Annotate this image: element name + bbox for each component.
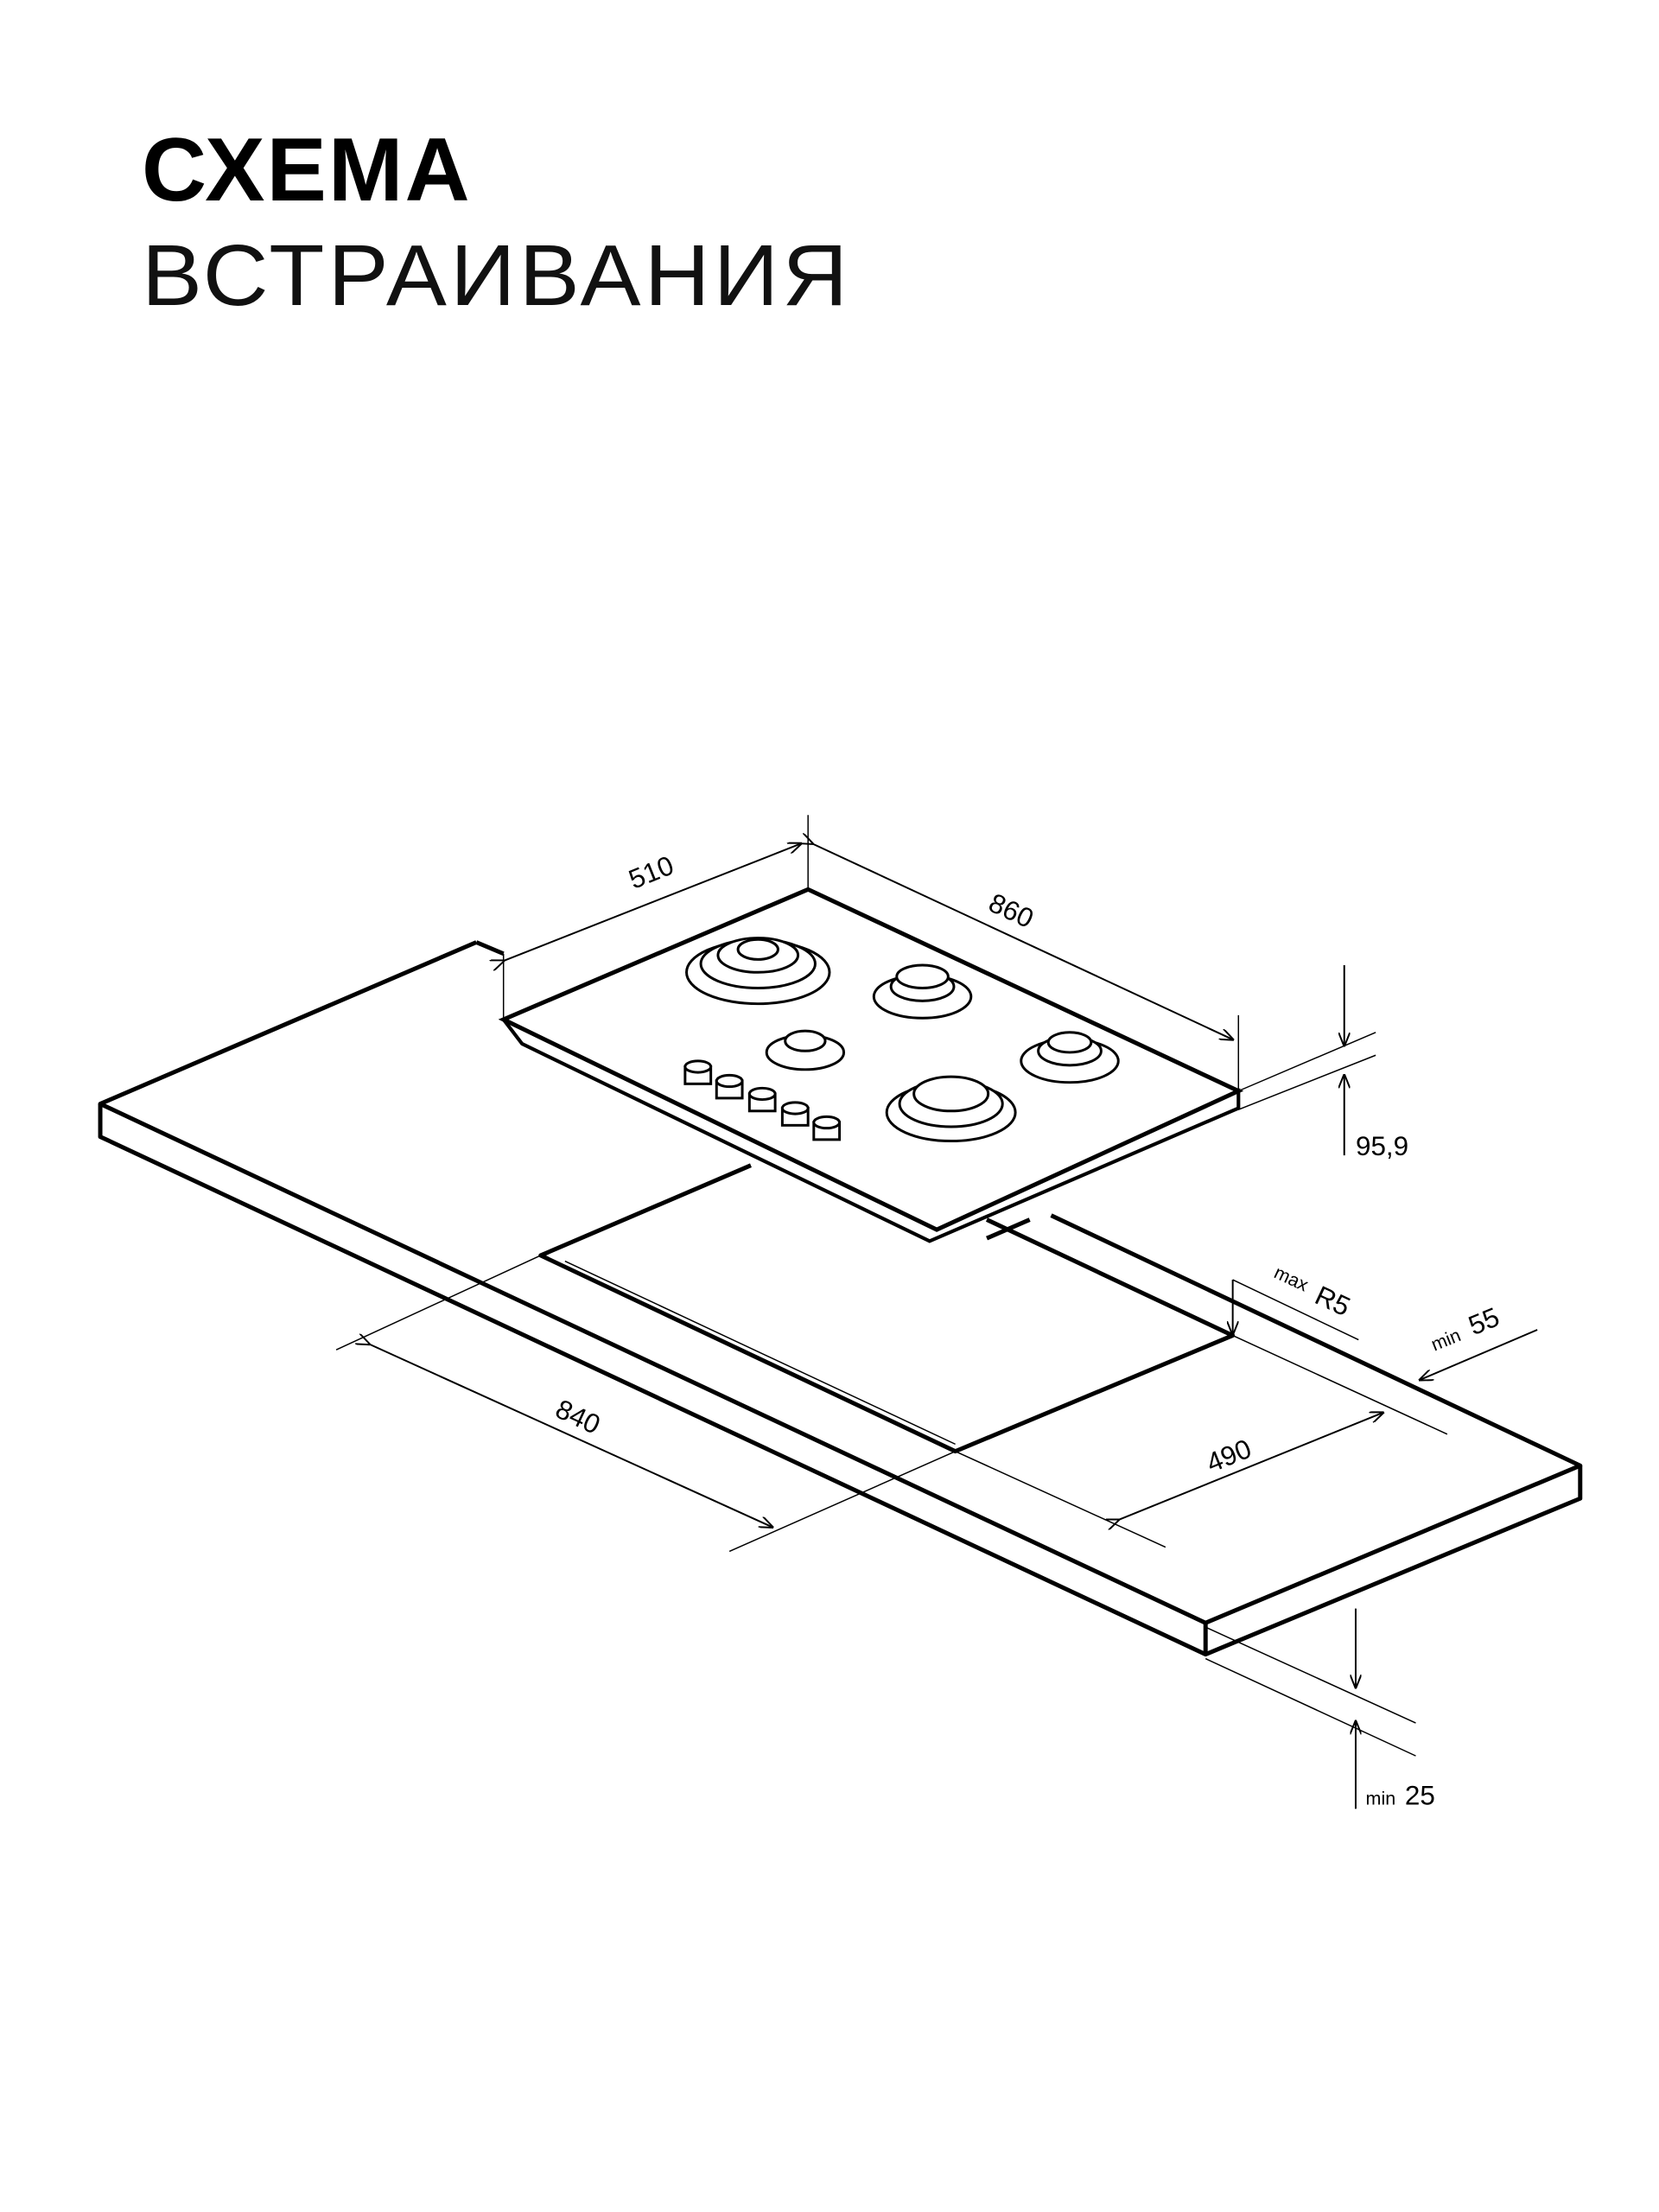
countertop	[98, 940, 1583, 1657]
dimension-840: 840	[335, 1255, 956, 1553]
label-min: min	[1428, 1325, 1464, 1355]
dimension-min-25: min 25	[1205, 1608, 1435, 1810]
burner-large	[885, 1075, 1017, 1143]
dimension-95-9: 95,9	[1237, 965, 1408, 1161]
svg-text:max R5: max R5	[1268, 1258, 1356, 1322]
label-840: 840	[551, 1394, 605, 1440]
label-510: 510	[625, 850, 678, 895]
label-max: max	[1271, 1262, 1312, 1296]
label-r5: R5	[1311, 1280, 1355, 1322]
dimension-max-r5: max R5	[1233, 1258, 1359, 1341]
gas-hob	[498, 887, 1244, 1243]
label-55: 55	[1465, 1302, 1504, 1342]
svg-text:min 25: min 25	[1366, 1780, 1435, 1810]
label-25: 25	[1405, 1780, 1435, 1810]
label-490: 490	[1202, 1433, 1255, 1478]
title-light: ВСТРАИВАНИЯ	[142, 227, 852, 324]
dimension-min-55: min 55	[1420, 1302, 1538, 1380]
label-95-9: 95,9	[1356, 1131, 1408, 1161]
control-knobs	[683, 1059, 842, 1141]
title-bold: СХЕМА	[142, 120, 472, 220]
label-min-25-prefix: min	[1366, 1788, 1396, 1808]
